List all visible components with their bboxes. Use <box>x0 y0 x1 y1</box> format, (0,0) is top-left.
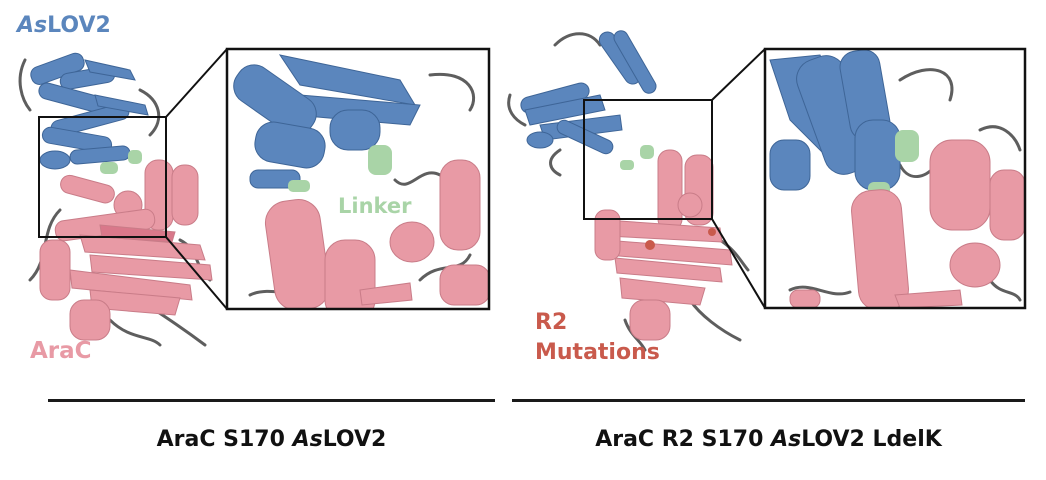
arac-label: AraC <box>30 338 92 364</box>
mutation-label-line1: R2 <box>535 310 568 335</box>
left-structure <box>18 48 228 347</box>
left-inset-frame <box>225 47 491 311</box>
right-structure <box>507 30 766 352</box>
left-zoom-inset <box>227 49 489 309</box>
right-inset-frame <box>763 47 1027 310</box>
right-divider <box>512 399 1025 402</box>
r2-mutations-label: R2 Mutations <box>535 308 660 368</box>
left-divider <box>48 399 495 402</box>
aslov2-label: AsLOV2 <box>17 13 111 38</box>
left-caption: AraC S170 AsLOV2 <box>156 427 387 452</box>
mutation-label-line2: Mutations <box>535 340 660 365</box>
right-caption: AraC R2 S170 AsLOV2 LdelK <box>595 427 942 452</box>
linker-label: Linker <box>338 194 412 218</box>
right-zoom-inset <box>765 49 1025 308</box>
